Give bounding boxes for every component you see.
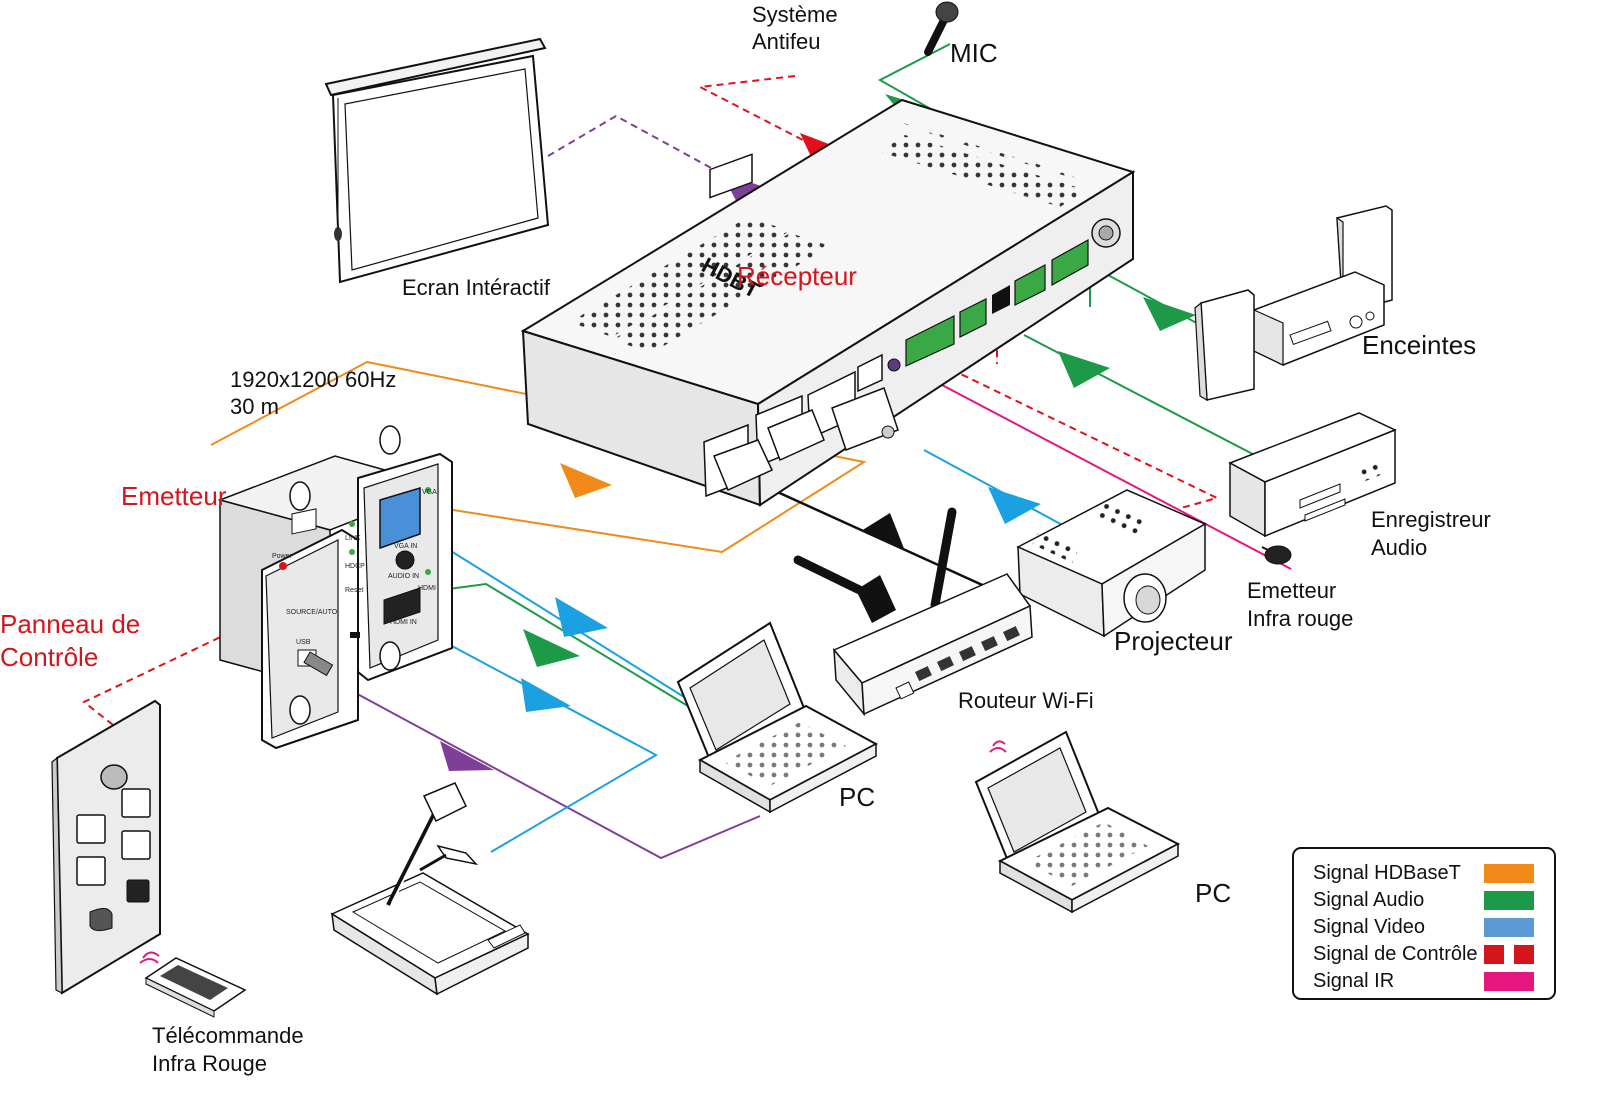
- audio-recorder: [1228, 412, 1397, 538]
- control-ir-line: [939, 363, 1220, 509]
- router-ports: [915, 626, 1020, 682]
- network-arrow: [861, 513, 905, 551]
- recorder-label-line1: Enregistreur: [1371, 507, 1491, 532]
- remote-label-line2: Infra Rouge: [152, 1051, 267, 1076]
- panel-audio-in-label: AUDIO IN: [388, 573, 419, 580]
- recorder-audio-arrow: [1058, 351, 1110, 388]
- panel-vga-in-label: VGA IN: [394, 543, 417, 550]
- visualizer-video-arrow: [521, 678, 571, 712]
- legend-swatch: [1484, 972, 1534, 991]
- visualizer-video-line: [436, 637, 659, 853]
- legend-swatch: [1484, 945, 1504, 964]
- ir-remote: [139, 951, 247, 1018]
- router-label: Routeur Wi-Fi: [958, 688, 1094, 713]
- legend-label: Signal HDBaseT: [1313, 862, 1461, 884]
- control-panel-label-line2: Contrôle: [0, 642, 98, 672]
- pc-label-1: PC: [839, 782, 875, 812]
- ir-emitter-label-line1: Emetteur: [1247, 578, 1336, 603]
- fire-system-label-line1: Système: [752, 2, 838, 27]
- projector-video-arrow: [988, 487, 1041, 524]
- receiver-device: HDBT: [520, 98, 1136, 507]
- legend-label: Signal IR: [1313, 970, 1394, 992]
- panel-button-4: [121, 830, 151, 860]
- pc-audio-line: [440, 582, 727, 730]
- panel-button-2: [121, 788, 151, 818]
- mic-label: MIC: [950, 38, 998, 68]
- panel-hdcp-label: HDCP: [345, 563, 365, 570]
- wifi-router: [793, 507, 1033, 717]
- panel-vga-label: VGA: [422, 489, 437, 496]
- panel-reset-label: Reset: [345, 587, 363, 594]
- usb-pc-arrow: [440, 741, 494, 771]
- legend-swatch: [1484, 864, 1534, 883]
- pc-label-2: PC: [1195, 878, 1231, 908]
- laptop-1: [676, 621, 879, 814]
- panel-hdmi-label: HDMI: [418, 585, 436, 592]
- control-panel-label-line1: Panneau de: [0, 609, 140, 639]
- panel-usb-label: USB: [296, 639, 311, 646]
- legend-swatch: [1484, 918, 1534, 937]
- pc-vga-arrow: [555, 597, 608, 637]
- legend-label: Signal Audio: [1313, 889, 1424, 911]
- recorder-label-line2: Audio: [1371, 535, 1427, 560]
- ir-emitter-label-line2: Infra rouge: [1247, 606, 1353, 631]
- usb-pc-line: [349, 689, 761, 860]
- remote-label-line1: Télécommande: [152, 1023, 304, 1048]
- projection-screen: [324, 37, 550, 284]
- transmitter-label: Emetteur: [121, 481, 227, 511]
- wallplate-transmitter: Power LINK HDCP Reset SOURCE/AUTO USB VG…: [217, 425, 453, 750]
- panel-power-label: Power: [272, 553, 293, 560]
- panel-hdmi-in-label: HDMI IN: [390, 619, 417, 626]
- hdbaset-arrow: [560, 463, 612, 498]
- laptop-2: [974, 730, 1181, 914]
- hdbaset-cable: [210, 360, 867, 554]
- legend-swatch: [1514, 945, 1534, 964]
- control-panel: [51, 699, 161, 995]
- receiver-connectors: [713, 387, 899, 492]
- fire-system-label-line2: Antifeu: [752, 29, 821, 54]
- screen-label: Ecran Intéractif: [402, 275, 551, 300]
- labels: Système Antifeu MIC Ecran Intéractif Réc…: [0, 2, 1491, 1076]
- panel-source-label: SOURCE/AUTO: [286, 609, 338, 616]
- panel-button-5: [126, 879, 150, 903]
- receiver-label: Récepteur: [737, 261, 857, 291]
- ir-line: [922, 374, 1292, 570]
- legend-swatch: [1484, 891, 1534, 910]
- panel-link-label: LINK: [345, 535, 361, 542]
- projector-label: Projecteur: [1114, 626, 1233, 656]
- panel-button-1: [76, 814, 106, 844]
- microphone: [924, 1, 959, 56]
- resolution-label: 1920x1200 60Hz: [230, 367, 396, 392]
- speakers-label: Enceintes: [1362, 330, 1476, 360]
- ir-emitter: [1261, 545, 1292, 565]
- document-camera: [330, 782, 530, 996]
- legend-label: Signal Video: [1313, 916, 1425, 938]
- projector: [1016, 489, 1207, 638]
- panel-button-3: [76, 856, 106, 886]
- speakers-audio-arrow: [1143, 297, 1196, 331]
- distance-label: 30 m: [230, 394, 279, 419]
- pc-audio-arrow: [523, 629, 580, 667]
- legend-label: Signal de Contrôle: [1313, 943, 1478, 965]
- speakers-system: [1194, 205, 1393, 402]
